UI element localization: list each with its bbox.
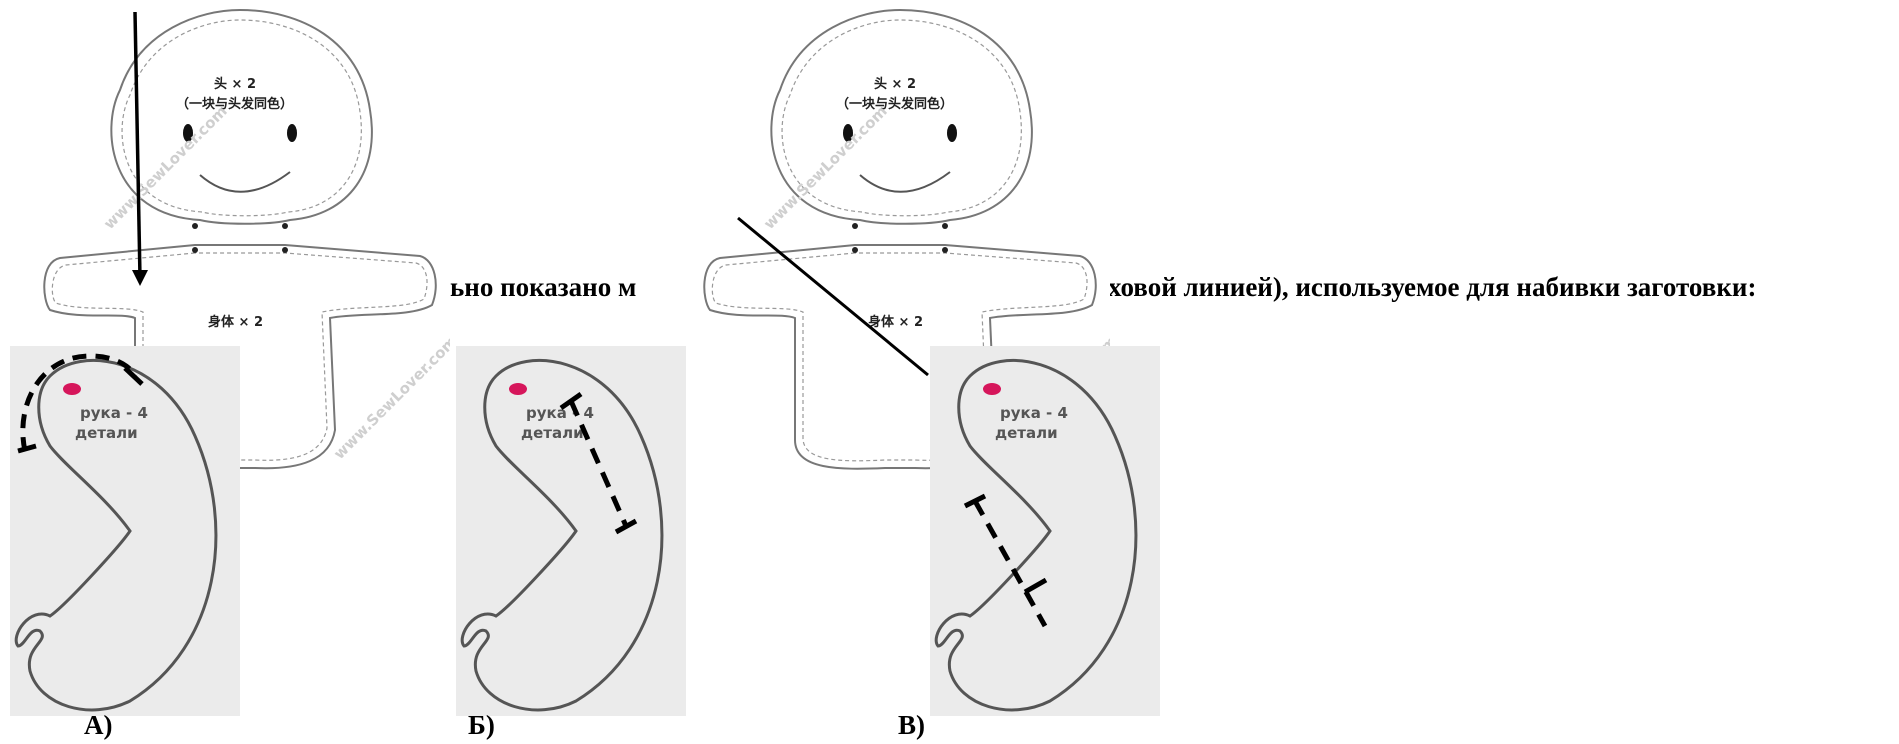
body-label: 身体 × 2	[208, 314, 263, 330]
body-label: 身体 × 2	[868, 314, 923, 330]
option-card-c[interactable]: рука - 4 детали	[930, 346, 1160, 716]
arm-piece-c: рука - 4 детали	[934, 358, 1138, 712]
question-text-part2: ховой линией), используемое для набивки …	[1108, 272, 1757, 302]
arm-label-line1: рука - 4	[1000, 404, 1068, 422]
option-card-a[interactable]: рука - 4 детали	[10, 346, 240, 716]
head-label: 头 × 2	[874, 76, 916, 92]
head-label: 头 × 2	[214, 76, 256, 92]
option-label-a: А)	[84, 710, 113, 740]
question-text-part1: ьно показано м	[450, 272, 637, 302]
option-card-b[interactable]: рука - 4 детали	[456, 346, 686, 716]
option-label-c: В)	[898, 710, 925, 740]
arm-label-line2: детали	[995, 424, 1058, 442]
arm-piece-b: рука - 4 детали	[460, 358, 664, 712]
option-label-b: Б)	[468, 710, 495, 740]
arm-label-line2: детали	[75, 424, 138, 442]
question-text: ьно показано м ховой линией), используем…	[0, 272, 1899, 312]
head-sub-label: （一块与头发同色）	[176, 96, 293, 112]
arm-piece-a: рука - 4 детали	[14, 353, 218, 712]
arm-label-line1: рука - 4	[80, 404, 148, 422]
marker-dot	[983, 383, 1001, 395]
arm-label-line1: рука - 4	[526, 404, 594, 422]
doll-pattern-left: 头 × 2 （一块与头发同色） 身体 × 2 www.SewLover.com …	[40, 0, 450, 500]
arm-label-line2: детали	[521, 424, 584, 442]
marker-dot	[509, 383, 527, 395]
marker-dot	[63, 383, 81, 395]
head-sub-label: （一块与头发同色）	[836, 96, 953, 112]
